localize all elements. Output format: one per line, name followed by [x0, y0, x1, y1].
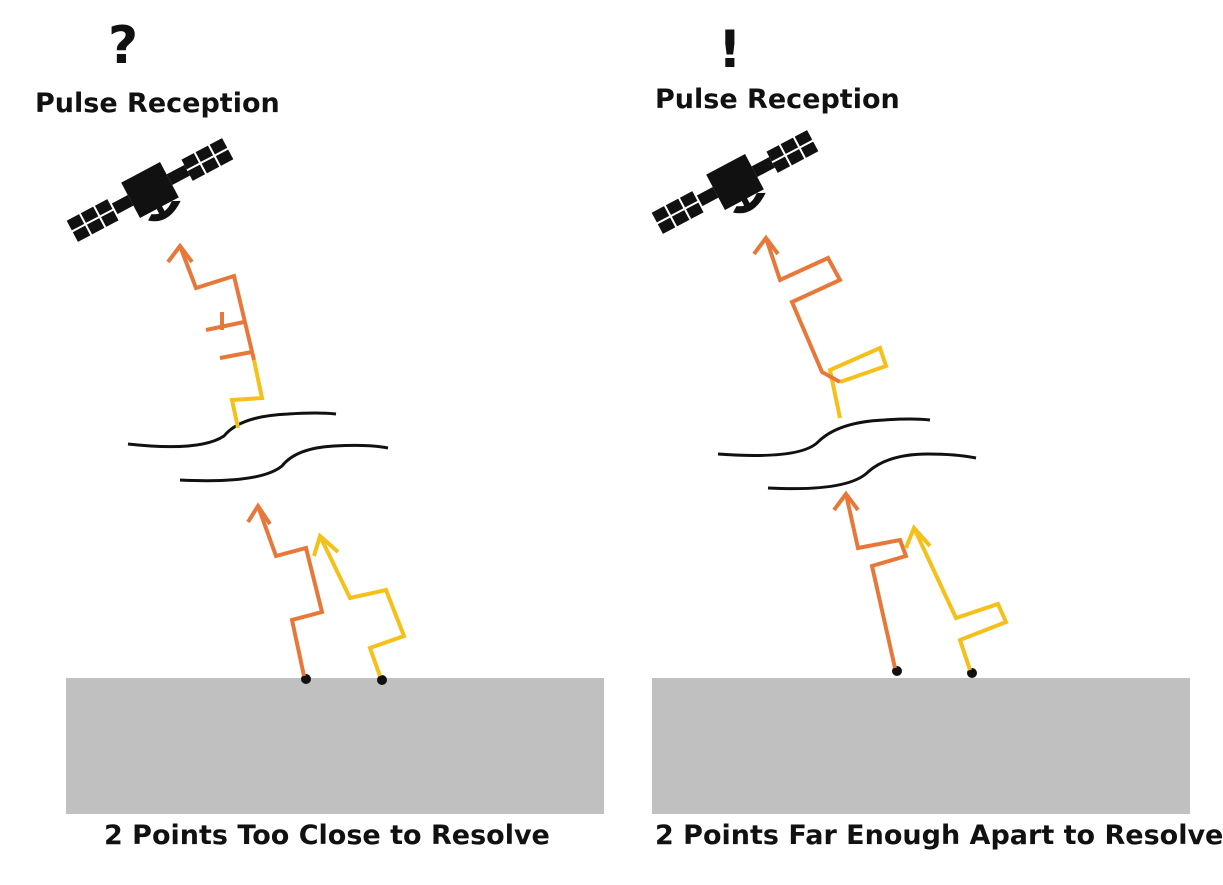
right-lower-orange-pulse — [832, 490, 909, 669]
left-panel-title: Pulse Reception — [35, 88, 280, 119]
right-target-point-1 — [892, 666, 902, 676]
right-lower-boundary-line — [767, 452, 977, 491]
question-mark-icon: ? — [108, 16, 139, 76]
left-lower-boundary-line — [179, 443, 389, 483]
right-upper-yellow-pulse — [827, 345, 889, 419]
right-lower-yellow-pulse — [904, 524, 1009, 671]
right-panel — [652, 234, 1190, 814]
left-lower-yellow-pulse — [312, 532, 407, 677]
left-target-point-2 — [377, 675, 387, 685]
left-lower-orange-pulse — [246, 502, 325, 677]
left-target-point-1 — [301, 674, 311, 684]
exclamation-mark-icon: ! — [718, 20, 742, 80]
left-upper-yellow-pulse — [229, 359, 265, 429]
left-satellite-icon — [62, 131, 243, 261]
left-panel — [66, 242, 604, 814]
left-ground-surface — [66, 678, 604, 814]
right-satellite-icon — [647, 123, 828, 253]
right-upper-orange-pulse — [752, 234, 843, 384]
right-panel-caption: 2 Points Far Enough Apart to Resolve — [655, 820, 1223, 851]
right-panel-title: Pulse Reception — [655, 84, 900, 115]
left-panel-caption: 2 Points Too Close to Resolve — [104, 820, 550, 851]
right-target-point-2 — [967, 668, 977, 678]
left-upper-boundary-line — [127, 411, 337, 449]
left-upper-orange-pulse — [166, 242, 256, 361]
right-upper-boundary-line — [717, 417, 931, 457]
right-ground-surface — [652, 678, 1190, 814]
